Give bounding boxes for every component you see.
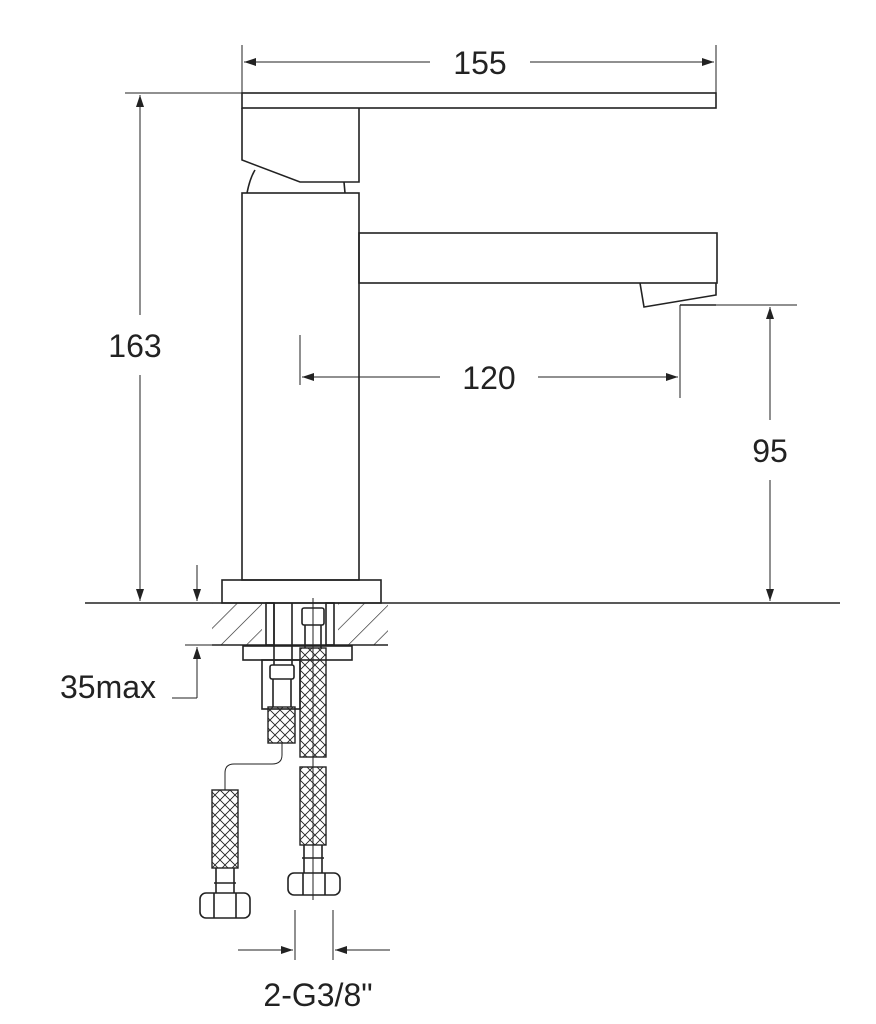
washer — [242, 645, 353, 661]
right-hose — [287, 598, 341, 900]
faucet-body — [221, 92, 718, 604]
hex-nut — [287, 872, 341, 896]
left-hose — [199, 603, 296, 919]
dimension-35max: 35max — [60, 565, 212, 705]
cartridge-joint — [246, 169, 346, 194]
dimension-label: 95 — [752, 433, 788, 469]
aerator — [639, 282, 717, 308]
dimension-163: 163 — [108, 92, 242, 601]
dimension-label: 155 — [453, 45, 506, 81]
dimension-label: 163 — [108, 328, 161, 364]
threaded-rod — [265, 602, 275, 646]
base-plate — [221, 579, 382, 604]
dimension-120: 120 — [299, 305, 681, 398]
handle-block — [241, 108, 360, 183]
dimension-label: 35max — [60, 669, 156, 705]
spout — [358, 232, 718, 284]
dimension-label: 120 — [462, 360, 515, 396]
body-column — [241, 192, 360, 581]
dimension-155: 155 — [241, 45, 717, 93]
countertop-section — [85, 602, 840, 710]
dimension-connection: 2-G3/8" — [238, 910, 390, 1013]
dimension-95: 95 — [680, 304, 797, 601]
dimension-label: 2-G3/8" — [263, 977, 372, 1013]
lever-handle — [241, 92, 717, 109]
hex-nut — [199, 892, 251, 919]
